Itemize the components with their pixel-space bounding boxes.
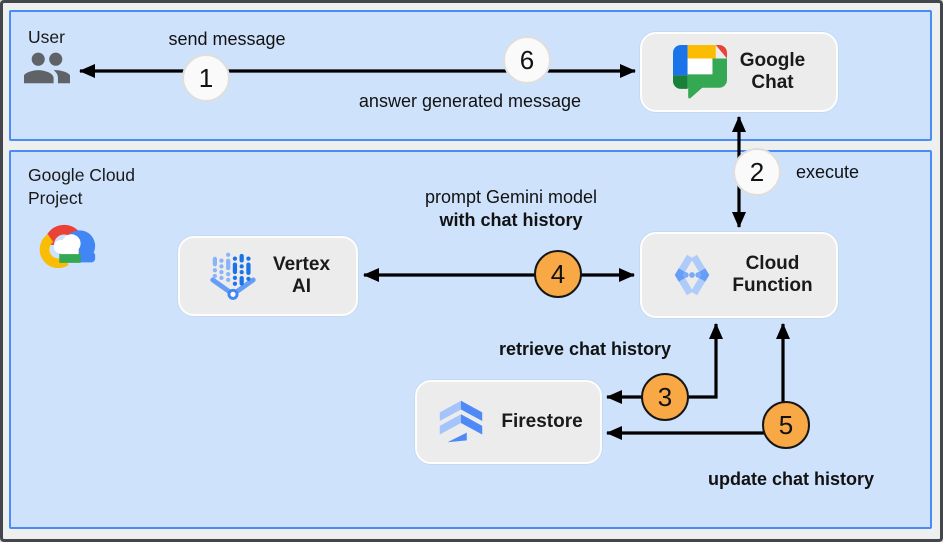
label-prompt-gemini-line1: prompt Gemini model bbox=[424, 187, 598, 207]
step-badge-2: 2 bbox=[733, 148, 781, 196]
node-firestore-label: Firestore bbox=[501, 410, 583, 432]
node-cloud-function-label: Cloud Function bbox=[732, 252, 813, 296]
step-badge-5: 5 bbox=[762, 401, 810, 449]
label-send-message: send message bbox=[168, 29, 286, 49]
step-badge-3: 3 bbox=[641, 373, 689, 421]
vertex-ai-icon bbox=[210, 252, 256, 300]
node-cloud-function: Cloud Function bbox=[640, 232, 838, 318]
step-badge-1: 1 bbox=[182, 54, 230, 102]
step-badge-6: 6 bbox=[503, 36, 551, 84]
cloud-functions-icon bbox=[675, 254, 710, 296]
label-retrieve-chat-history: retrieve chat history bbox=[498, 339, 672, 359]
user-zone-title: User bbox=[28, 27, 65, 47]
google-cloud-icon bbox=[39, 224, 96, 268]
firestore-icon bbox=[440, 400, 483, 443]
google-chat-icon bbox=[672, 45, 727, 99]
gcp-zone-title: Google Cloud Project bbox=[28, 165, 136, 209]
step-badge-4: 4 bbox=[534, 250, 582, 298]
label-prompt-gemini: prompt Gemini model with chat history bbox=[400, 186, 622, 232]
node-vertex-ai-label: Vertex AI bbox=[272, 253, 331, 297]
node-google-chat: Google Chat bbox=[640, 32, 838, 112]
node-google-chat-label: Google Chat bbox=[739, 49, 806, 93]
label-answer-generated-message: answer generated message bbox=[358, 91, 582, 111]
node-vertex-ai: Vertex AI bbox=[178, 236, 358, 316]
users-icon bbox=[24, 52, 70, 84]
label-execute: execute bbox=[796, 162, 860, 182]
label-prompt-gemini-line2: with chat history bbox=[439, 210, 583, 231]
node-firestore: Firestore bbox=[415, 380, 602, 464]
label-update-chat-history: update chat history bbox=[707, 469, 875, 489]
